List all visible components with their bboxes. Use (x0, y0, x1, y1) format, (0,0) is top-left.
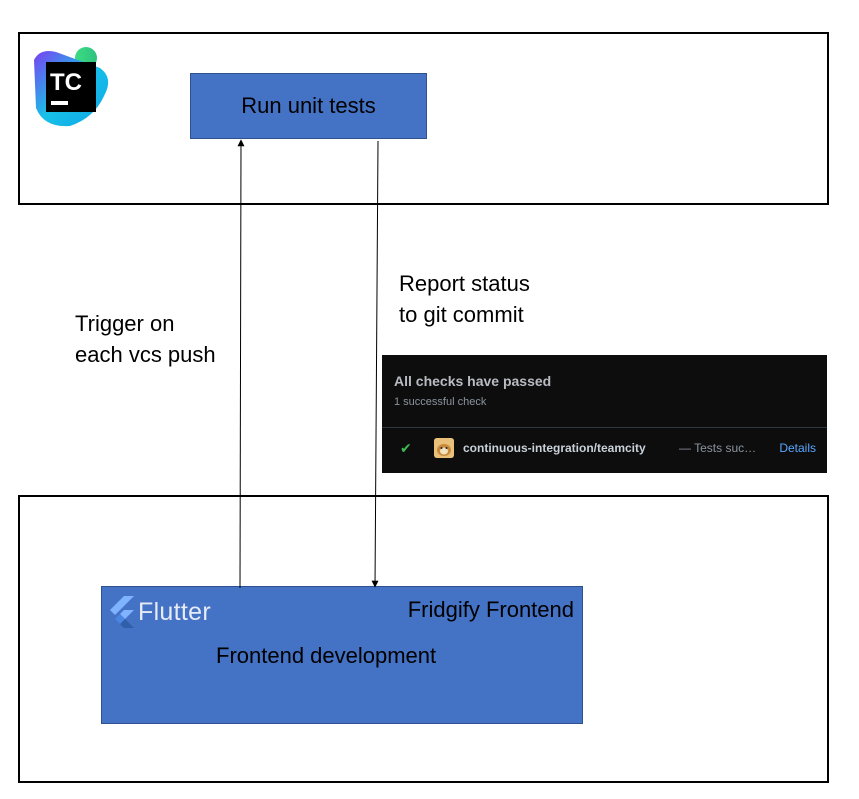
trigger-label-line-2: each vcs push (75, 342, 216, 367)
checks-title: All checks have passed (394, 373, 552, 389)
check-item: ✔ continuous-integration/teamcity — Test… (382, 437, 827, 461)
flutter-logo-icon (110, 596, 134, 628)
flutter-logo: Flutter (108, 596, 211, 628)
report-label-line-2: to git commit (399, 302, 524, 327)
report-edge-label: Report status to git commit (399, 268, 530, 330)
checks-divider (382, 427, 827, 428)
flutter-wordmark: Flutter (138, 597, 211, 626)
project-name-label: Fridgify Frontend (407, 597, 574, 622)
trigger-arrow (237, 139, 245, 589)
frontend-node: Flutter Fridgify Frontend Frontend devel… (101, 586, 583, 724)
trigger-edge-label: Trigger on each vcs push (75, 308, 216, 370)
frontend-role-label: Frontend development (216, 643, 437, 668)
teamcity-logo-icon: TC (34, 47, 109, 127)
teamcity-logo-text: TC (50, 69, 82, 96)
check-name: continuous-integration/teamcity (463, 441, 646, 455)
check-details-link[interactable]: Details (779, 441, 816, 455)
github-checks-panel: All checks have passed 1 successful chec… (382, 355, 827, 473)
check-description: — Tests suc… (679, 441, 757, 455)
teamcity-avatar-icon (434, 438, 454, 458)
run-unit-tests-label: Run unit tests (241, 93, 376, 118)
report-label-line-1: Report status (399, 271, 530, 296)
check-mark-icon: ✔ (400, 440, 412, 456)
checks-subtitle: 1 successful check (394, 396, 487, 408)
report-arrow (371, 140, 379, 588)
run-unit-tests-node: Run unit tests (190, 73, 427, 139)
trigger-label-line-1: Trigger on (75, 311, 175, 336)
